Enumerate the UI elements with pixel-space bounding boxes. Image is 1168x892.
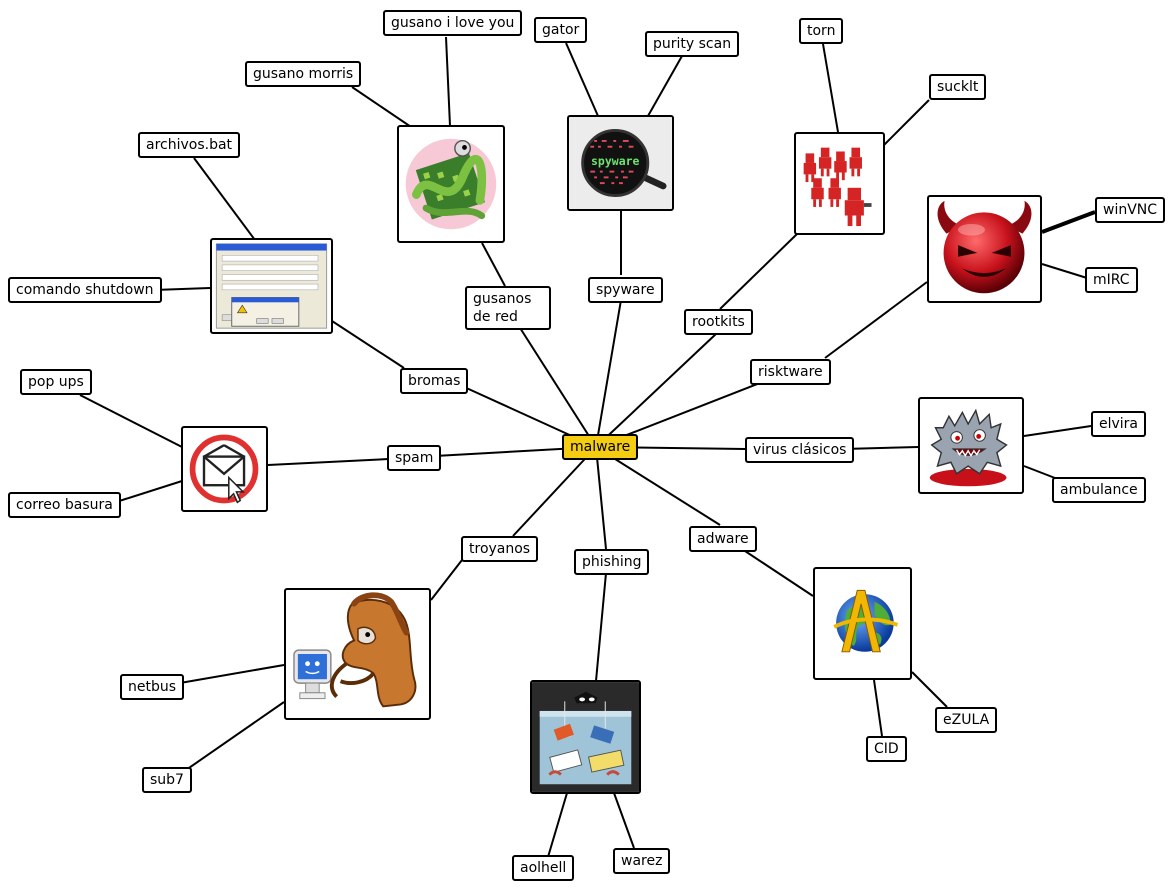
example-archivos-bat[interactable]: archivos.bat — [138, 132, 241, 158]
globe-icon — [813, 567, 912, 680]
category-phishing[interactable]: phishing — [574, 549, 650, 575]
example-gusano-morris[interactable]: gusano morris — [245, 61, 362, 87]
example-ambulance[interactable]: ambulance — [1052, 477, 1146, 503]
example-pop-ups[interactable]: pop ups — [20, 369, 92, 395]
category-virus-clasicos[interactable]: virus clásicos — [745, 437, 855, 463]
example-elvira[interactable]: elvira — [1091, 411, 1147, 437]
category-gusanos-de-red[interactable]: gusanos de red — [465, 286, 551, 330]
spyware-magnifier-icon: spyware — [567, 115, 674, 211]
category-rootkits[interactable]: rootkits — [684, 309, 753, 335]
example-gator[interactable]: gator — [534, 17, 588, 43]
example-sucklt[interactable]: sucklt — [929, 74, 987, 100]
devil-icon — [927, 195, 1042, 303]
example-cid[interactable]: CID — [866, 736, 907, 762]
spyware-image-text: spyware — [591, 154, 640, 168]
category-troyanos[interactable]: troyanos — [461, 536, 539, 562]
trojan-horse-icon — [284, 588, 431, 720]
phishing-hook-icon — [530, 680, 641, 794]
example-sub7[interactable]: sub7 — [142, 767, 192, 793]
worm-icon — [397, 125, 505, 243]
example-correo-basura[interactable]: correo basura — [8, 492, 121, 518]
category-spam[interactable]: spam — [387, 445, 442, 471]
example-warez[interactable]: warez — [613, 848, 671, 874]
category-bromas[interactable]: bromas — [400, 368, 469, 394]
center-node-malware[interactable]: malware — [562, 434, 639, 460]
category-spyware[interactable]: spyware — [588, 277, 663, 303]
dialog-window-icon — [210, 238, 333, 334]
example-torn[interactable]: torn — [799, 18, 844, 44]
example-winvnc[interactable]: winVNC — [1095, 197, 1166, 223]
example-comando-shutdown[interactable]: comando shutdown — [8, 277, 162, 303]
category-riskware[interactable]: risktware — [750, 359, 831, 385]
example-netbus[interactable]: netbus — [120, 674, 185, 700]
spam-envelope-icon — [181, 426, 268, 512]
virus-monster-icon — [918, 397, 1024, 494]
category-adware[interactable]: adware — [689, 526, 757, 552]
example-gusano-i-love-you[interactable]: gusano i love you — [383, 10, 523, 36]
robot-army-icon — [794, 132, 885, 235]
example-purity-scan[interactable]: purity scan — [645, 31, 740, 57]
example-mirc[interactable]: mIRC — [1085, 267, 1138, 293]
example-ezula[interactable]: eZULA — [935, 707, 998, 733]
example-aolhell[interactable]: aolhell — [512, 855, 575, 881]
